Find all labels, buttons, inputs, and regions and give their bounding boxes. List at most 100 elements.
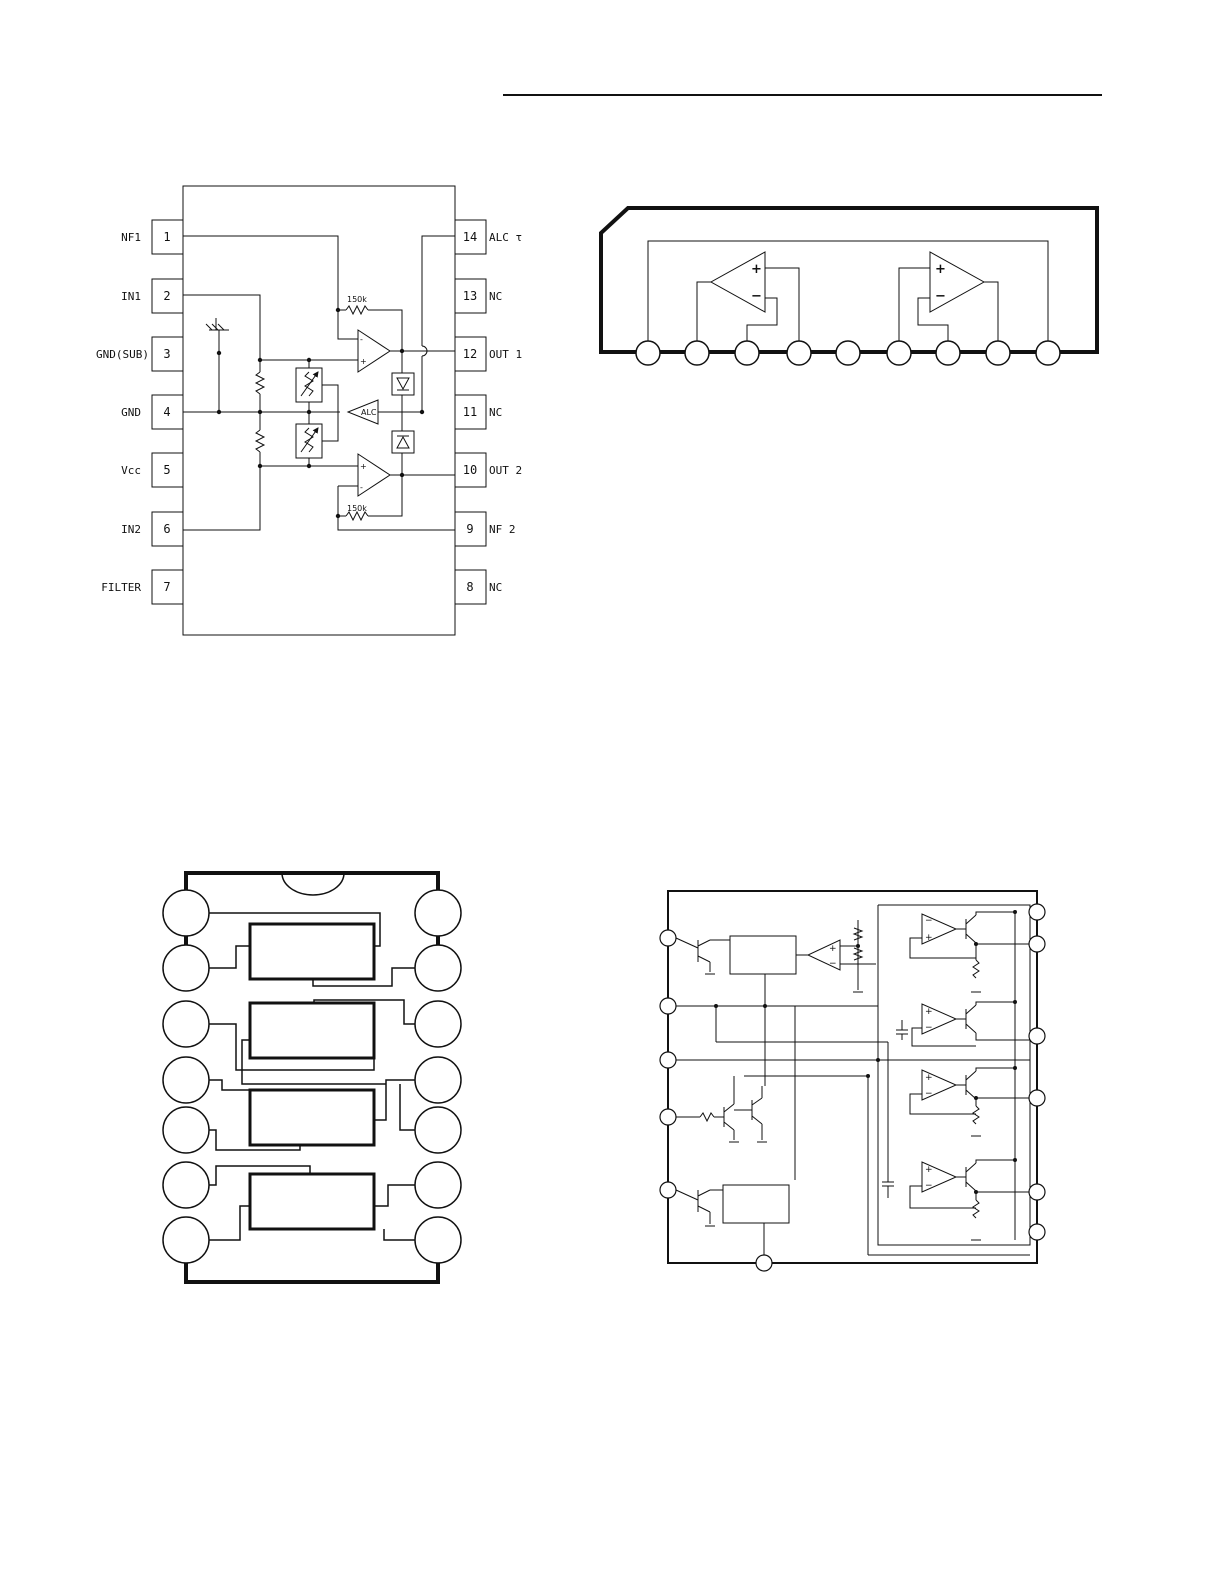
sip-pin bbox=[936, 341, 960, 365]
nf1-wire bbox=[183, 236, 358, 339]
dip-notch bbox=[282, 873, 344, 895]
opamp2-plus: + bbox=[360, 462, 367, 471]
dip-pin-left bbox=[163, 1107, 209, 1153]
right-pin-labels: ALC τ NC OUT 1 NC OUT 2 NF 2 NC bbox=[489, 231, 522, 594]
dip-pin-right bbox=[415, 1217, 461, 1263]
pin-number-9: 9 bbox=[466, 522, 473, 536]
diode-bottom bbox=[392, 431, 414, 453]
pin-number-7: 7 bbox=[163, 580, 170, 594]
sip-left-plus: + bbox=[751, 262, 762, 277]
dip-pin-left bbox=[163, 1162, 209, 1208]
pin-number-12: 12 bbox=[463, 347, 477, 361]
eq-junctions bbox=[714, 910, 1017, 1194]
sip-pin bbox=[1036, 341, 1060, 365]
eq-pin-right bbox=[1029, 1028, 1045, 1044]
eq-op1-plus: + bbox=[925, 933, 933, 943]
pin-label-14: ALC τ bbox=[489, 231, 522, 244]
dip-body-bottom bbox=[186, 1262, 438, 1282]
left-pin-numbers: 1 2 3 4 5 6 7 bbox=[163, 230, 170, 594]
pin-label-5: Vcc bbox=[121, 464, 141, 477]
junction-dots bbox=[217, 308, 424, 518]
pin-number-6: 6 bbox=[163, 522, 170, 536]
resistor-label-bottom: 150k bbox=[347, 504, 367, 513]
dip-pin-left bbox=[163, 1057, 209, 1103]
eq-pin-left bbox=[660, 1182, 676, 1198]
dip-pin-right bbox=[415, 890, 461, 936]
pin-number-10: 10 bbox=[463, 463, 477, 477]
pin-number-5: 5 bbox=[163, 463, 170, 477]
eq-pin-right bbox=[1029, 904, 1045, 920]
sip-pin bbox=[636, 341, 660, 365]
dip-pin-right bbox=[415, 1057, 461, 1103]
sip-pin bbox=[887, 341, 911, 365]
pin-number-8: 8 bbox=[466, 580, 473, 594]
resistor-r1 bbox=[256, 372, 264, 394]
dip-pin-right bbox=[415, 1001, 461, 1047]
dip-pin-right bbox=[415, 1162, 461, 1208]
dip-pin-left bbox=[163, 945, 209, 991]
ic-body bbox=[183, 186, 455, 635]
right-pin-numbers: 14 13 12 11 10 9 8 bbox=[463, 230, 477, 594]
opamp1-plus: + bbox=[360, 357, 367, 366]
dip-block-1 bbox=[250, 924, 374, 979]
dip-block-3 bbox=[250, 1090, 374, 1145]
sip-left-minus: − bbox=[751, 289, 762, 304]
left-pin-labels: NF1 IN1 GND(SUB) GND Vcc IN2 FILTER bbox=[96, 231, 149, 594]
sip-right-plus: + bbox=[935, 262, 946, 277]
eq-comp-plus: + bbox=[829, 944, 837, 954]
dip-pin-left bbox=[163, 1217, 209, 1263]
eq-op3-minus: − bbox=[925, 1089, 933, 1099]
sip-pin bbox=[836, 341, 860, 365]
sip-package-diagram bbox=[601, 208, 1097, 352]
eq-pin-left bbox=[660, 1109, 676, 1125]
pin-number-1: 1 bbox=[163, 230, 170, 244]
eq-op2-plus: + bbox=[925, 1007, 933, 1017]
pin-label-13: NC bbox=[489, 290, 502, 303]
pin-label-2: IN1 bbox=[121, 290, 141, 303]
sip-pins bbox=[636, 341, 1060, 365]
pin-number-2: 2 bbox=[163, 289, 170, 303]
eq-pin-left bbox=[660, 1052, 676, 1068]
sip-body bbox=[601, 208, 1097, 352]
pin-label-12: OUT 1 bbox=[489, 348, 522, 361]
sip-pin bbox=[787, 341, 811, 365]
pin-number-13: 13 bbox=[463, 289, 477, 303]
dip-body-top bbox=[186, 873, 438, 895]
pin-number-4: 4 bbox=[163, 405, 170, 419]
eq-op3-plus: + bbox=[925, 1073, 933, 1083]
alc-label: ALC bbox=[361, 408, 377, 417]
pin-label-6: IN2 bbox=[121, 523, 141, 536]
pin-label-9: NF 2 bbox=[489, 523, 516, 536]
eq-pin-right bbox=[1029, 1090, 1045, 1106]
diode-top bbox=[392, 373, 414, 395]
dip-pin-left bbox=[163, 1001, 209, 1047]
eq-block-lower bbox=[723, 1185, 789, 1223]
dip-pins bbox=[163, 890, 461, 1263]
eq-op4-minus: − bbox=[925, 1181, 933, 1191]
dip-pin-right bbox=[415, 1107, 461, 1153]
opamp1-minus: - bbox=[360, 335, 363, 344]
eq-op1-minus: − bbox=[925, 916, 933, 926]
dip-package-diagram bbox=[186, 873, 438, 1282]
eq-pin-bottom bbox=[756, 1255, 772, 1271]
pin-block-diagram bbox=[152, 186, 486, 635]
sip-pin bbox=[986, 341, 1010, 365]
pin-number-3: 3 bbox=[163, 347, 170, 361]
pin-label-11: NC bbox=[489, 406, 502, 419]
pin-label-1: NF1 bbox=[121, 231, 141, 244]
pin-number-14: 14 bbox=[463, 230, 477, 244]
dip-block-4 bbox=[250, 1174, 374, 1229]
sip-right-minus: − bbox=[935, 289, 946, 304]
eq-pin-right bbox=[1029, 1184, 1045, 1200]
pin-label-8: NC bbox=[489, 581, 502, 594]
feedback-resistor-1 bbox=[346, 306, 368, 314]
equivalent-circuit-diagram bbox=[668, 891, 1037, 1263]
resistor-label-top: 150k bbox=[347, 295, 367, 304]
eq-block-upper bbox=[730, 936, 796, 974]
sip-pin bbox=[685, 341, 709, 365]
dip-pin-right bbox=[415, 945, 461, 991]
eq-comp-minus: − bbox=[829, 959, 837, 969]
eq-pins bbox=[660, 904, 1045, 1271]
pin-label-7: FILTER bbox=[101, 581, 141, 594]
